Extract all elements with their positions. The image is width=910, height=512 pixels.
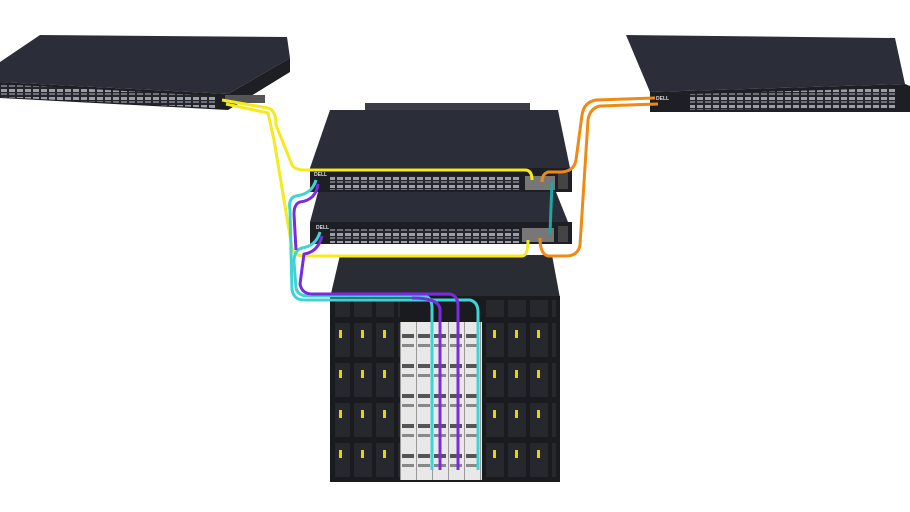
cable-purple	[298, 235, 460, 470]
dell-logo: DELL	[316, 225, 329, 231]
cable-orange	[538, 102, 659, 258]
cable-orange	[540, 96, 656, 183]
cable-yellow	[221, 98, 534, 181]
blade-chassis	[330, 255, 560, 482]
uplink-ports	[225, 95, 265, 103]
cables	[221, 96, 659, 470]
cable-cyan	[288, 179, 480, 470]
dell-logo: DELL	[314, 172, 327, 178]
middle-bottom-switch: DELL	[310, 192, 572, 244]
cable-purple	[292, 183, 320, 251]
right-switch: DELL	[626, 35, 910, 112]
cable-purple	[411, 296, 442, 470]
cable-teal	[548, 181, 554, 235]
left-switch	[0, 35, 290, 110]
dell-logo: DELL	[656, 96, 669, 102]
